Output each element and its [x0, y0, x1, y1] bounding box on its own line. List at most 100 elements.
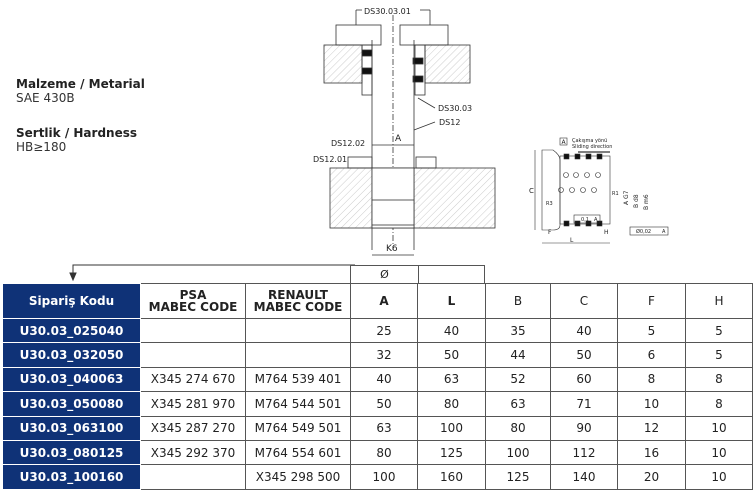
material-spec: Malzeme / Metarial SAE 430B: [16, 77, 145, 105]
material-label: Malzeme / Metarial: [16, 77, 145, 91]
cell-l: 50: [417, 342, 486, 368]
header-f: F: [617, 283, 686, 319]
label-ds30-03: DS30.03: [438, 104, 472, 113]
cell-c: 112: [550, 439, 618, 466]
bushing-drawing: A Çakışma yönü Sliding direction C A G7 …: [529, 137, 669, 244]
cell-h: 5: [685, 317, 753, 344]
cell-f: 5: [617, 317, 686, 344]
cell-a: 40: [350, 366, 418, 393]
cell-renault-code: M764 544 501: [245, 391, 351, 417]
cell-a: 25: [350, 317, 418, 344]
cell-a: 50: [350, 391, 418, 417]
label-b-m6: B m6: [643, 194, 650, 210]
cell-f: 12: [617, 415, 686, 441]
cell-renault-code: X345 298 500: [245, 464, 351, 490]
cell-b: 52: [485, 366, 551, 393]
label-l: L: [570, 237, 574, 244]
header-c: C: [550, 283, 618, 319]
cell-b: 44: [485, 342, 551, 368]
cell-b: 125: [485, 464, 551, 490]
cell-psa-code: [140, 464, 246, 490]
label-h: H: [604, 229, 609, 236]
label-c: C: [529, 187, 534, 195]
label-a-g7: A G7: [623, 190, 630, 205]
cell-order-code: U30.03_040063: [2, 366, 141, 393]
cell-psa-code: X345 292 370: [140, 439, 246, 466]
cell-psa-code: X345 274 670: [140, 366, 246, 393]
cell-l: 40: [417, 317, 486, 344]
cell-order-code: U30.03_080125: [2, 439, 141, 466]
label-tol-a: A: [594, 217, 598, 223]
diameter-header: Ø: [350, 265, 485, 284]
cell-h: 5: [685, 342, 753, 368]
label-conc-a: A: [662, 229, 666, 235]
label-r3: R3: [546, 201, 553, 207]
cell-a: 32: [350, 342, 418, 368]
cell-a: 80: [350, 439, 418, 466]
cell-h: 8: [685, 391, 753, 417]
cell-l: 63: [417, 366, 486, 393]
cell-c: 90: [550, 415, 618, 441]
cell-psa-code: X345 281 970: [140, 391, 246, 417]
cell-psa-code: X345 287 270: [140, 415, 246, 441]
label-r1: R1: [612, 191, 619, 197]
header-order-code: Sipariş Kodu: [2, 283, 141, 319]
label-ds12-01: DS12.01: [313, 155, 347, 164]
cell-h: 10: [685, 439, 753, 466]
assembly-drawing: DS30.03.01 DS30.03 DS12 A DS12.02 DS12.0…: [313, 7, 496, 256]
label-b-d8: B d8: [633, 194, 640, 208]
label-f: F: [548, 229, 552, 236]
hardness-spec: Sertlik / Hardness HB≥180: [16, 126, 137, 154]
datum-a: A: [562, 139, 567, 146]
cell-psa-code: [140, 342, 246, 368]
cell-psa-code: [140, 317, 246, 344]
cell-renault-code: M764 549 501: [245, 415, 351, 441]
cell-l: 100: [417, 415, 486, 441]
label-k6: K6: [386, 244, 398, 254]
header-h: H: [685, 283, 753, 319]
cell-b: 100: [485, 439, 551, 466]
label-ds30-03-01: DS30.03.01: [364, 7, 411, 16]
cell-h: 10: [685, 415, 753, 441]
cell-c: 71: [550, 391, 618, 417]
cell-f: 16: [617, 439, 686, 466]
cell-l: 80: [417, 391, 486, 417]
label-ds12-02: DS12.02: [331, 139, 365, 148]
cell-b: 63: [485, 391, 551, 417]
label-a: A: [395, 134, 402, 144]
hardness-value: HB≥180: [16, 140, 67, 154]
header-b: B: [485, 283, 551, 319]
cell-a: 100: [350, 464, 418, 490]
label-ds12: DS12: [439, 118, 460, 127]
cell-c: 40: [550, 317, 618, 344]
cell-renault-code: M764 554 601: [245, 439, 351, 466]
cell-f: 20: [617, 464, 686, 490]
label-concentricity: Ø0,02: [636, 228, 651, 235]
label-sliding-en: Sliding direction: [572, 144, 612, 150]
diameter-symbol: Ø: [380, 268, 389, 281]
label-tol-01: 0,1: [581, 217, 589, 223]
cell-renault-code: [245, 317, 351, 344]
header-a: A: [350, 283, 418, 319]
cell-c: 60: [550, 366, 618, 393]
cell-b: 35: [485, 317, 551, 344]
cell-order-code: U30.03_032050: [2, 342, 141, 368]
cell-h: 8: [685, 366, 753, 393]
cell-f: 8: [617, 366, 686, 393]
cell-c: 50: [550, 342, 618, 368]
header-l: L: [417, 283, 486, 319]
cell-order-code: U30.03_063100: [2, 415, 141, 441]
cell-renault-code: M764 539 401: [245, 366, 351, 393]
cell-f: 10: [617, 391, 686, 417]
cell-order-code: U30.03_100160: [2, 464, 141, 490]
hardness-label: Sertlik / Hardness: [16, 126, 137, 140]
cell-h: 10: [685, 464, 753, 490]
header-renault-code: RENAULT MABEC CODE: [245, 283, 351, 319]
header-psa-code: PSA MABEC CODE: [140, 283, 246, 319]
